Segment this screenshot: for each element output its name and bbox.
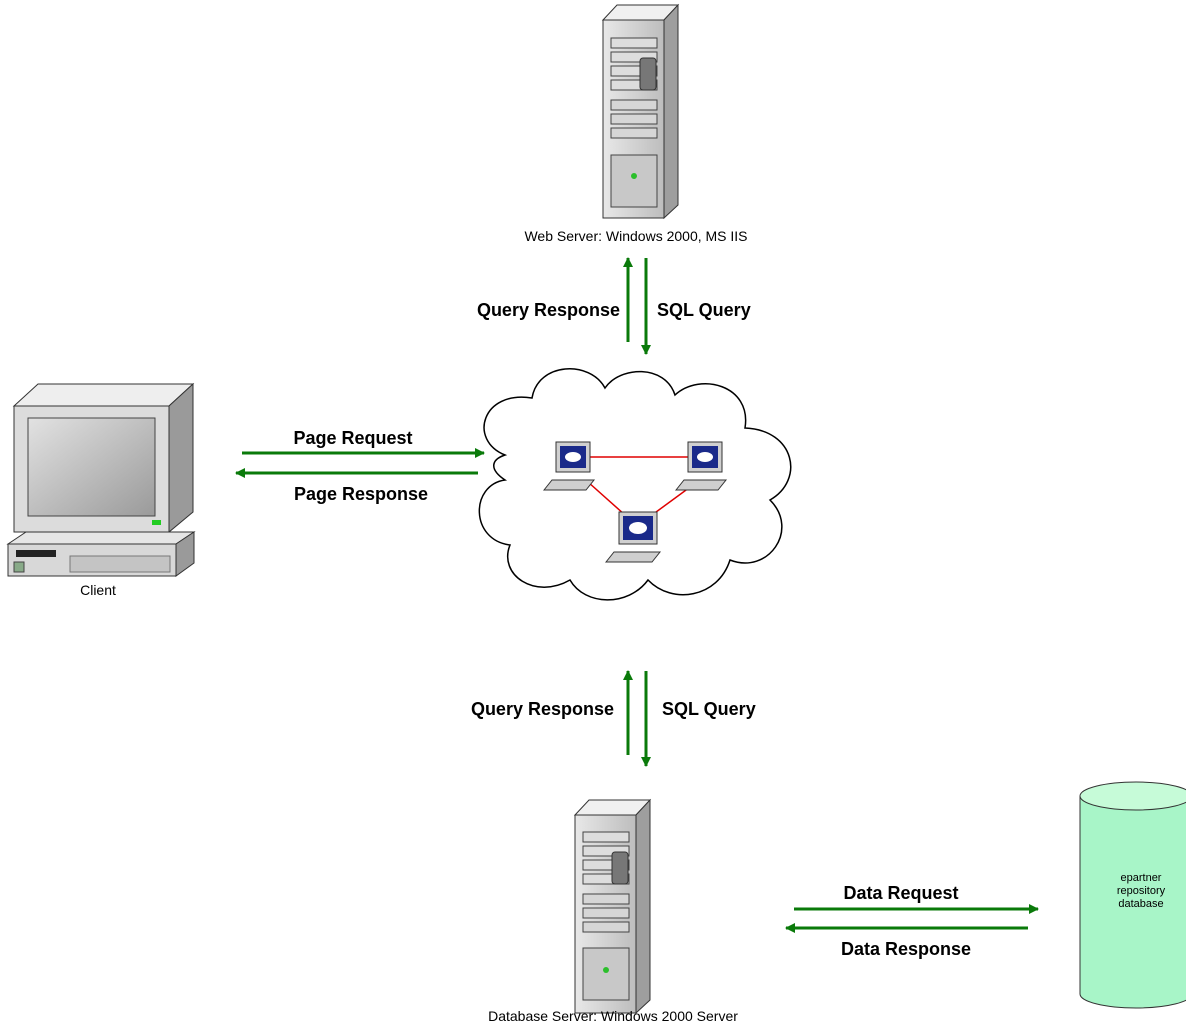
page-response-label: Page Response [293, 484, 429, 504]
network-computer-bottom-icon [604, 511, 662, 563]
db-sql-query-label: SQL Query [662, 699, 756, 719]
web-sql-query-label: SQL Query [657, 300, 751, 320]
data-response-label: Data Response [840, 939, 972, 959]
database-label: epartner repository database [1085, 872, 1186, 911]
network-cloud [478, 368, 792, 601]
db-query-response-label: Query Response [470, 699, 614, 719]
web-server-caption: Web Server: Windows 2000, MS IIS [524, 228, 748, 244]
database-label-line-1: epartner [1120, 872, 1162, 884]
client-caption: Client [80, 582, 116, 598]
web-server-icon [601, 3, 680, 220]
flow-arrows [235, 257, 1039, 933]
network-computer-left-icon [542, 441, 596, 491]
database-server-icon [573, 798, 652, 1015]
client-computer-icon [6, 382, 196, 577]
web-query-response-label: Query Response [476, 300, 620, 320]
database-label-line-2: repository [1116, 885, 1166, 897]
data-request-label: Data Request [843, 883, 959, 903]
database-label-line-3: database [1118, 898, 1164, 910]
database-cylinder-icon [1079, 781, 1186, 1009]
database-server-caption: Database Server: Windows 2000 Server [488, 1008, 738, 1024]
network-computer-right-icon [674, 441, 728, 491]
page-request-label: Page Request [293, 428, 413, 448]
